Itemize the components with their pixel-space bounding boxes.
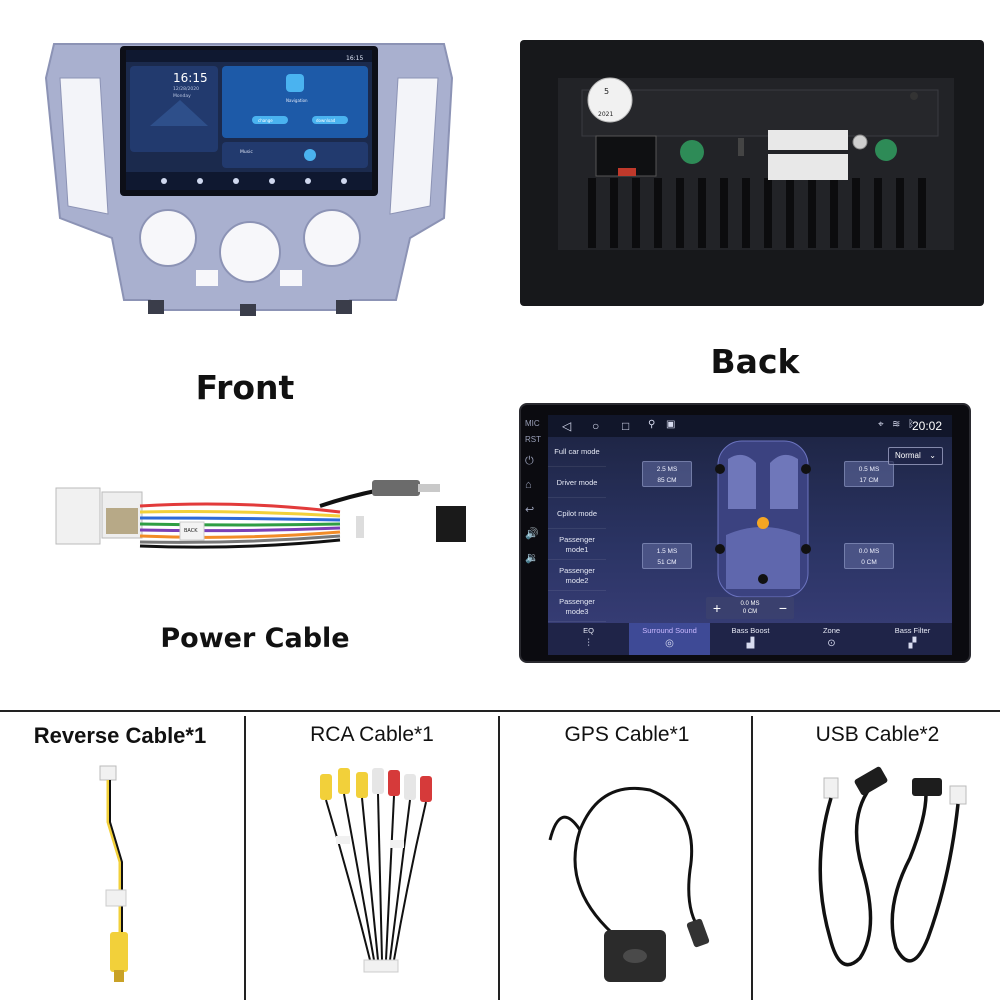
side-button-strip: MIC RST ⏻ ⌂ ↩ 🔊 🔉 bbox=[521, 405, 548, 665]
tab-zone-label: Zone bbox=[822, 626, 841, 635]
front-label: Front bbox=[195, 368, 295, 407]
accessory-divider bbox=[498, 716, 500, 1000]
accessory-divider bbox=[751, 716, 753, 1000]
usb-icon: ⚲ bbox=[648, 419, 656, 430]
mode-passenger3[interactable]: Passenger mode3 bbox=[548, 592, 606, 622]
usb-cable-label: USB Cable*2 bbox=[815, 723, 940, 746]
delay-front-left[interactable]: 2.5 MS 85 CM bbox=[642, 461, 692, 487]
delay-front-right[interactable]: 0.5 MS 17 CM bbox=[844, 461, 894, 487]
listening-point-icon bbox=[757, 517, 769, 529]
reverse-cable-image bbox=[99, 765, 128, 982]
rca-cable-image bbox=[320, 768, 432, 973]
increase-button[interactable]: + bbox=[712, 600, 722, 616]
front-screen-day: Monday bbox=[173, 93, 191, 99]
reverse-cable-label: Reverse Cable*1 bbox=[33, 723, 207, 748]
status-bar: ◁ ○ □ ⚲ ▣ ⌖ ≋ ᛒ 20:02 bbox=[548, 415, 952, 437]
section-divider bbox=[0, 710, 1000, 712]
home-nav-icon[interactable]: ○ bbox=[592, 419, 600, 433]
front-music-label: Music bbox=[240, 149, 253, 155]
volume-down-icon[interactable]: 🔉 bbox=[525, 552, 539, 564]
front-change-button: change bbox=[258, 118, 273, 123]
sound-tab-bar: EQ ⫶ Surround Sound ◎ Bass Boost ▟ Zone … bbox=[548, 623, 952, 655]
back-sticker-number: 5 bbox=[604, 87, 609, 96]
front-app-name: Navigation bbox=[286, 98, 308, 103]
mode-driver[interactable]: Driver mode bbox=[548, 468, 606, 498]
gps-cable-image bbox=[548, 786, 710, 982]
tab-bass-boost[interactable]: Bass Boost ▟ bbox=[710, 623, 791, 655]
tab-surround-label: Surround Sound bbox=[642, 626, 697, 635]
tab-zone[interactable]: Zone ⊙ bbox=[791, 623, 872, 655]
tab-eq-label: EQ bbox=[583, 626, 594, 635]
recent-nav-icon[interactable]: □ bbox=[622, 419, 630, 433]
power-cable-image: BACK bbox=[55, 480, 466, 549]
surround-icon: ◎ bbox=[665, 638, 674, 649]
front-status-time: 16:15 bbox=[346, 55, 363, 62]
delay-rear-right-cm: 0 CM bbox=[861, 559, 877, 566]
delay-front-left-ms: 2.5 MS bbox=[656, 466, 678, 473]
bass-boost-icon: ▟ bbox=[746, 638, 755, 649]
status-time: 20:02 bbox=[911, 419, 942, 433]
delay-front-right-cm: 17 CM bbox=[859, 477, 879, 484]
delay-front-right-ms: 0.5 MS bbox=[858, 466, 880, 473]
tab-bass-filter[interactable]: Bass Filter ▞ bbox=[872, 623, 952, 655]
zone-icon: ⊙ bbox=[827, 638, 836, 649]
tab-bass-filter-label: Bass Filter bbox=[894, 626, 931, 635]
front-screen-time: 16:15 bbox=[173, 71, 208, 85]
power-cable-label: Power Cable bbox=[160, 623, 350, 654]
back-nav-icon[interactable]: ◁ bbox=[562, 419, 572, 433]
stepper-cm: 0 CM bbox=[742, 609, 758, 615]
bass-filter-icon: ▞ bbox=[908, 638, 917, 649]
mode-passenger1[interactable]: Passenger mode1 bbox=[548, 530, 606, 560]
sound-settings-screen: ◁ ○ □ ⚲ ▣ ⌖ ≋ ᛒ 20:02 Full car mode Driv… bbox=[548, 415, 952, 655]
delay-rear-right[interactable]: 0.0 MS 0 CM bbox=[844, 543, 894, 569]
bluetooth-icon: ᛒ bbox=[908, 419, 914, 430]
tab-surround-sound[interactable]: Surround Sound ◎ bbox=[629, 623, 710, 655]
decrease-button[interactable]: − bbox=[778, 600, 788, 616]
delay-rear-left-cm: 51 CM bbox=[657, 559, 677, 566]
tab-eq[interactable]: EQ ⫶ bbox=[548, 623, 629, 655]
front-head-unit-image: 16:15 12/28/2020 Monday 16:15 Navigation… bbox=[44, 43, 454, 316]
back-sticker-year: 2021 bbox=[598, 111, 613, 118]
mic-label: MIC bbox=[525, 419, 540, 428]
mode-passenger2[interactable]: Passenger mode2 bbox=[548, 561, 606, 591]
stepper-value: 0.0 MS 0 CM bbox=[726, 600, 774, 616]
delay-front-left-cm: 85 CM bbox=[657, 477, 677, 484]
preset-value: Normal bbox=[895, 451, 921, 460]
front-download-button: download bbox=[316, 118, 336, 123]
back-icon[interactable]: ↩ bbox=[525, 504, 535, 516]
gps-cable-label: GPS Cable*1 bbox=[564, 723, 690, 746]
chevron-down-icon: ⌄ bbox=[929, 451, 936, 460]
delay-rear-left[interactable]: 1.5 MS 51 CM bbox=[642, 543, 692, 569]
volume-up-icon[interactable]: 🔊 bbox=[525, 528, 539, 540]
accessory-divider bbox=[244, 716, 246, 1000]
surround-sound-head-unit: MIC RST ⏻ ⌂ ↩ 🔊 🔉 ◁ ○ □ ⚲ ▣ ⌖ ≋ ᛒ 20:02 … bbox=[519, 403, 971, 663]
home-icon[interactable]: ⌂ bbox=[525, 479, 532, 491]
back-panel-image: 5 2021 bbox=[520, 40, 984, 306]
subwoofer-delay-stepper: + 0.0 MS 0 CM − bbox=[706, 597, 794, 619]
power-cable-tag: BACK bbox=[184, 528, 198, 534]
wifi-icon: ≋ bbox=[892, 419, 901, 430]
back-label: Back bbox=[710, 342, 800, 381]
reset-label: RST bbox=[525, 435, 541, 444]
front-screen-date: 12/28/2020 bbox=[173, 86, 199, 92]
mode-full-car[interactable]: Full car mode bbox=[548, 437, 606, 467]
notification-icon: ▣ bbox=[666, 419, 676, 430]
stepper-ms: 0.0 MS bbox=[740, 601, 760, 607]
equalizer-icon: ⫶ bbox=[587, 638, 590, 649]
delay-rear-right-ms: 0.0 MS bbox=[858, 548, 880, 555]
mode-list: Full car mode Driver mode Cpilot mode Pa… bbox=[548, 437, 606, 623]
tab-bass-boost-label: Bass Boost bbox=[731, 626, 770, 635]
rca-cable-label: RCA Cable*1 bbox=[310, 723, 434, 746]
power-icon[interactable]: ⏻ bbox=[525, 455, 534, 467]
delay-rear-left-ms: 1.5 MS bbox=[656, 548, 678, 555]
mode-copilot[interactable]: Cpilot mode bbox=[548, 499, 606, 529]
preset-dropdown[interactable]: Normal ⌄ bbox=[888, 447, 943, 465]
location-icon: ⌖ bbox=[878, 419, 884, 430]
car-seats-illustration bbox=[715, 440, 811, 598]
usb-cable-image bbox=[818, 766, 967, 967]
